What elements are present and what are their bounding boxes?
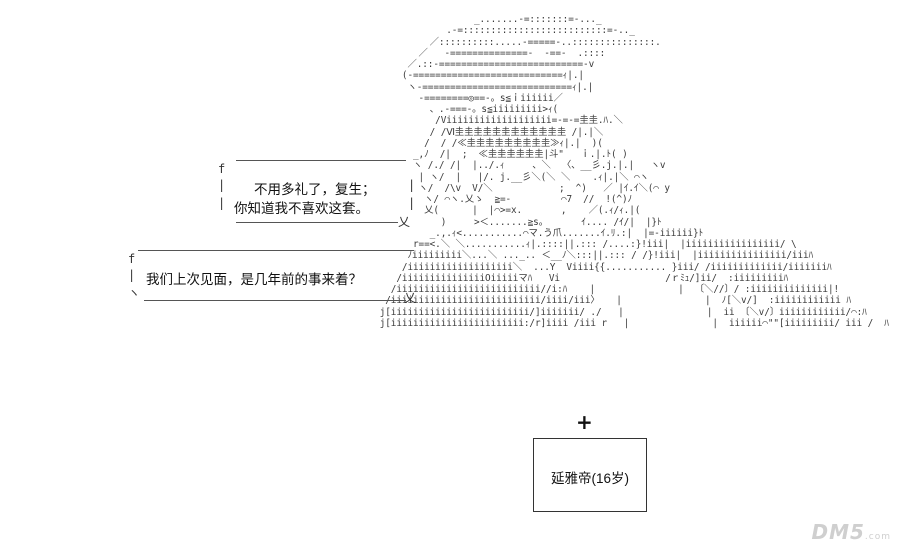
dialogue-line: 你知道我不喜欢这套。 [234,201,369,216]
bubble-right-edge: | [408,196,416,210]
dialogue-line: 不用多礼了，复生； [254,182,376,197]
watermark-suffix: .com [864,532,891,542]
character-name-tag: 延雅帝(16岁) [533,438,647,512]
bubble-tail: 乂 [404,291,417,305]
cross-mark: + [576,410,593,434]
bubble-corner-mark: f [128,252,136,266]
speech-bubble-top: f | | | | 乂 不用多礼了，复生； 你知道我不喜欢这套。 [218,150,418,230]
bubble-border [138,250,414,251]
speech-bubble-bottom: f | ヽ 乂 我们上次见面，是几年前的事来着？ [128,240,426,306]
ascii-art-figure: _.......-=:::::::=-..._ .-=:::::::::::::… [379,14,889,329]
bubble-left-edge: ヽ [128,286,141,300]
dialogue-line: 我们上次见面，是几年前的事来着？ [146,272,362,287]
bubble-tail: 乂 [398,215,411,229]
bubble-left-edge: | [218,196,226,210]
site-watermark-logo: DM5.com [811,520,891,544]
bubble-border [236,222,398,223]
bubble-left-edge: | [128,268,136,282]
character-name: 延雅帝(16岁) [550,471,629,486]
bubble-right-edge: | [408,178,416,192]
bubble-border [236,160,406,161]
watermark-text: DM5 [811,520,865,544]
bubble-border [144,300,406,301]
bubble-corner-mark: f [218,162,226,176]
bubble-left-edge: | [218,178,226,192]
